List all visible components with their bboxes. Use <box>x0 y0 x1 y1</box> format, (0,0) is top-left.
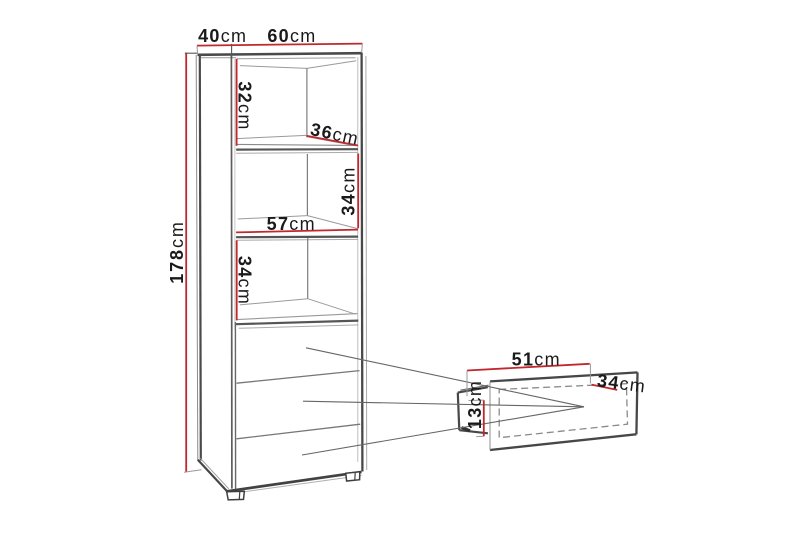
svg-text:34cm: 34cm <box>596 370 647 396</box>
svg-text:40cm: 40cm <box>198 26 247 46</box>
svg-text:32cm: 32cm <box>235 81 255 130</box>
svg-text:34cm: 34cm <box>235 256 255 305</box>
svg-text:51cm: 51cm <box>512 349 561 369</box>
svg-text:178cm: 178cm <box>167 220 187 284</box>
svg-text:60cm: 60cm <box>267 26 316 46</box>
svg-text:57cm: 57cm <box>267 214 316 234</box>
svg-text:34cm: 34cm <box>338 166 358 215</box>
svg-text:13cm: 13cm <box>465 380 485 429</box>
